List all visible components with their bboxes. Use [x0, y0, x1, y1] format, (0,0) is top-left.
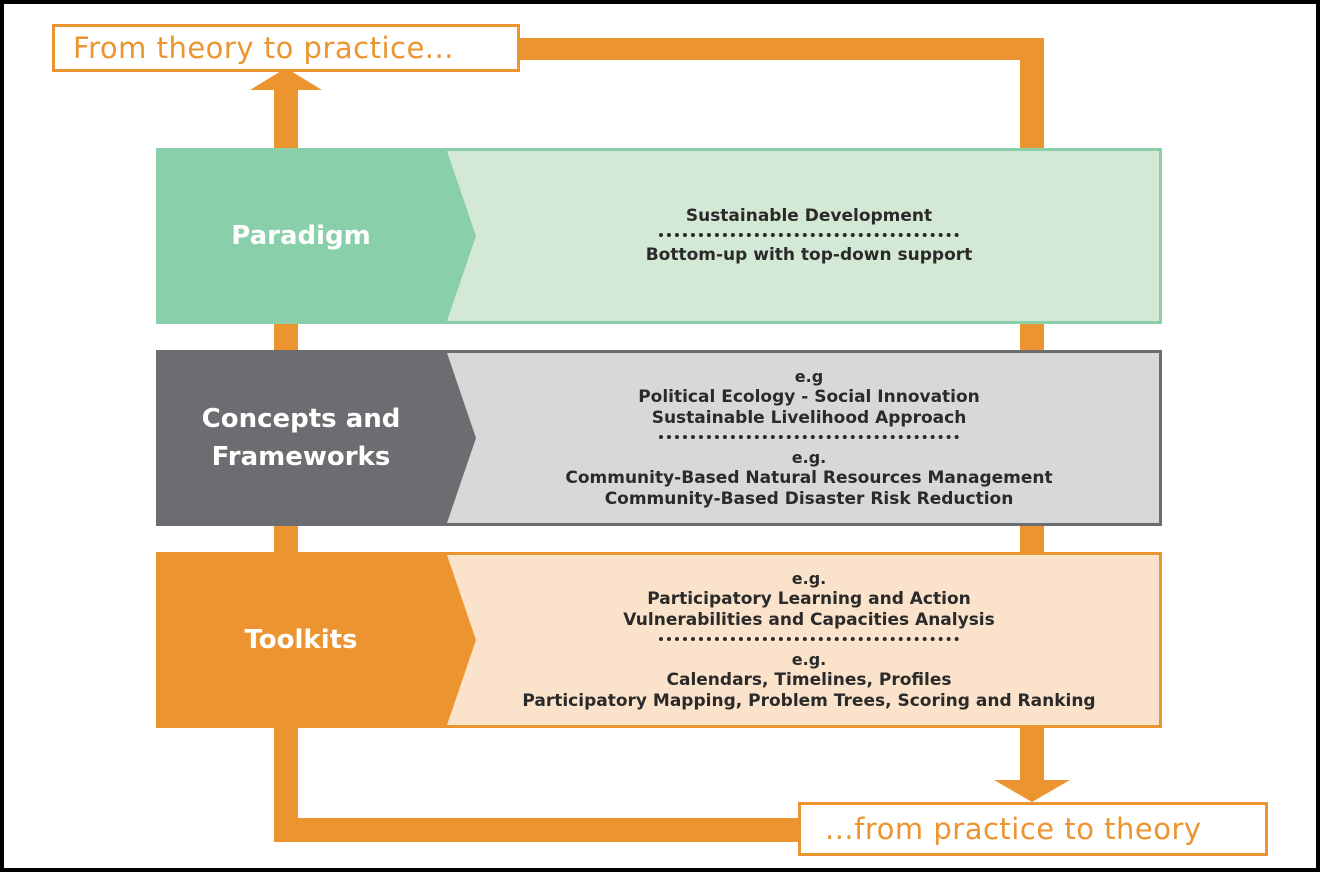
concepts-text: e.g Political Ecology - Social Innovatio…	[456, 350, 1162, 526]
paradigm-title: Paradigm	[231, 221, 371, 251]
down-arrow-icon	[994, 780, 1070, 802]
top-horizontal-connector	[500, 38, 1044, 60]
bottom-horizontal-connector	[274, 818, 834, 842]
paradigm-line: Sustainable Development	[685, 206, 933, 226]
toolkits-chevron: Toolkits	[156, 552, 476, 728]
toolkits-line: Participatory Mapping, Problem Trees, Sc…	[522, 691, 1096, 711]
toolkits-line: Vulnerabilities and Capacities Analysis	[623, 610, 995, 630]
eg-label: e.g.	[791, 650, 827, 669]
concepts-line: Community-Based Disaster Risk Reduction	[604, 489, 1014, 509]
toolkits-title: Toolkits	[244, 625, 358, 655]
toolkits-line: Calendars, Timelines, Profiles	[666, 670, 952, 690]
paradigm-line: Bottom-up with top-down support	[645, 245, 973, 265]
toolkits-line: Participatory Learning and Action	[647, 589, 971, 609]
toolkits-row: Toolkits e.g. Participatory Learning and…	[156, 552, 1162, 728]
concepts-row: Concepts and Frameworks e.g Political Ec…	[156, 350, 1162, 526]
concepts-line: Sustainable Livelihood Approach	[651, 408, 967, 428]
concepts-chevron: Concepts and Frameworks	[156, 350, 476, 526]
toolkits-text: e.g. Participatory Learning and Action V…	[456, 552, 1162, 728]
theory-to-practice-label: From theory to practice...	[52, 24, 520, 72]
paradigm-chevron: Paradigm	[156, 148, 476, 324]
paradigm-text: Sustainable Development Bottom-up with t…	[456, 148, 1162, 324]
up-arrow-icon	[250, 68, 322, 90]
eg-label: e.g.	[791, 569, 827, 588]
eg-label: e.g.	[791, 448, 827, 467]
practice-to-theory-label: ...from practice to theory	[798, 802, 1268, 856]
dotted-separator	[659, 435, 959, 439]
concepts-title: Concepts and Frameworks	[201, 404, 401, 472]
paradigm-row: Paradigm Sustainable Development Bottom-…	[156, 148, 1162, 324]
dotted-separator	[659, 637, 959, 641]
concepts-line: Community-Based Natural Resources Manage…	[565, 468, 1053, 488]
concepts-line: Political Ecology - Social Innovation	[638, 387, 980, 407]
eg-label: e.g	[794, 367, 824, 386]
dotted-separator	[659, 233, 959, 237]
